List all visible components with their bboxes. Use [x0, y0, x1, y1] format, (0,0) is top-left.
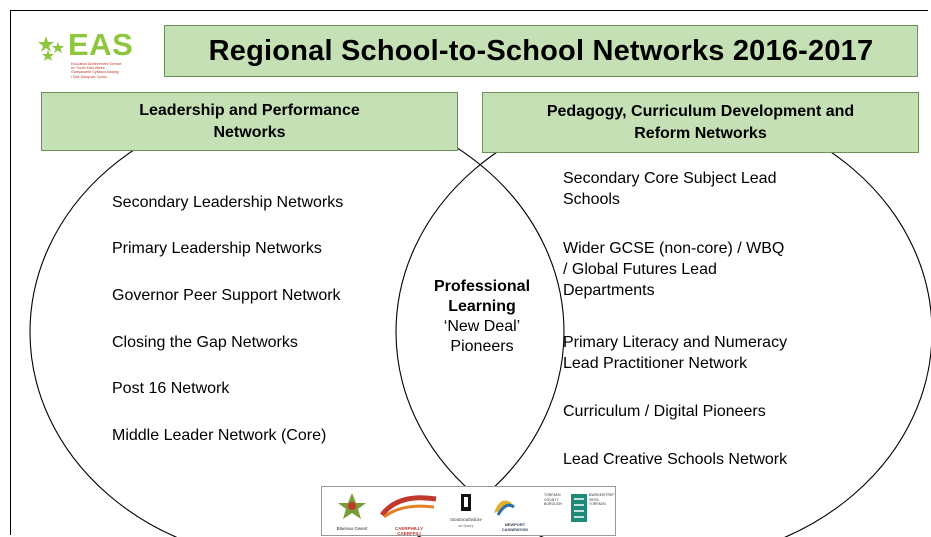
right-set-item: Primary Literacy and Numeracy Lead Pract…: [563, 332, 787, 374]
caerphilly-label-bottom: CAERFFILI: [397, 531, 421, 536]
intersection-bold-line: Professional: [433, 278, 531, 295]
blaenau-gwent-emblem-icon: [338, 493, 366, 519]
monmouthshire-logo: monmouthshire sir fynwy: [444, 491, 488, 531]
logo-tagline-line: i Dde-Ddwyrain Cymru: [71, 74, 108, 79]
caerphilly-logo: CAERPHILLY CAERFFILI: [378, 491, 440, 536]
left-set-item: Closing the Gap Networks: [112, 334, 298, 351]
right-set-item: Curriculum / Digital Pioneers: [563, 401, 766, 422]
torfaen-emblem-icon: [571, 494, 587, 522]
logo-tagline-line: Gwasanaeth Cyflawni Addysg: [71, 70, 119, 75]
right-item-line: Schools: [563, 191, 620, 208]
logo-tagline-line: Education Achievement Service: [71, 62, 122, 66]
right-item-line: Lead Practitioner Network: [563, 355, 748, 372]
intersection-label: Professional Learning ‘New Deal’ Pioneer…: [412, 277, 552, 357]
caerphilly-swoosh-icon: [379, 495, 437, 519]
right-item-line: Departments: [563, 282, 655, 299]
newport-label-bottom: CASNEWYDD: [501, 527, 529, 532]
intersection-bold-line: Learning: [448, 298, 516, 315]
right-set-item: Lead Creative Schools Network: [563, 449, 787, 470]
slide-title: Regional School-to-School Networks 2016-…: [208, 34, 874, 67]
right-set-heading: Pedagogy, Curriculum Development and Ref…: [482, 92, 919, 153]
right-item-line: Secondary Core Subject Lead: [563, 170, 777, 187]
logo-tagline: Education Achievement Service for South …: [71, 62, 141, 79]
blaenau-gwent-logo: Blaenau Gwent: [330, 491, 374, 531]
right-heading-line: Reform Networks: [634, 124, 767, 142]
newport-label-top: NEWPORT: [504, 522, 526, 527]
right-set-item: Wider GCSE (non-core) / WBQ / Global Fut…: [563, 238, 784, 301]
title-banner: Regional School-to-School Networks 2016-…: [164, 25, 918, 77]
monmouthshire-welsh-label: sir fynwy: [458, 523, 474, 528]
intersection-line: Pioneers: [450, 338, 514, 355]
right-item-line: Lead Creative Schools Network: [563, 451, 788, 468]
left-heading-line: Networks: [213, 123, 286, 141]
right-item-line: / Global Futures Lead: [563, 261, 717, 278]
blaenau-gwent-label: Blaenau Gwent: [336, 526, 368, 531]
newport-emblem-icon: [494, 500, 515, 516]
star-cluster-icon: [38, 36, 64, 61]
partner-logos-strip: Blaenau Gwent CAERPHILLY CAERFFILI monmo…: [321, 486, 616, 536]
monmouthshire-label: monmouthshire: [450, 518, 482, 523]
right-item-line: Wider GCSE (non-core) / WBQ: [563, 240, 785, 257]
left-set-item: Primary Leadership Networks: [112, 240, 322, 257]
eas-logo: EAS Education Achievement Service for So…: [34, 27, 141, 79]
left-set-item: Middle Leader Network (Core): [112, 427, 327, 444]
torfaen-logo: TORFAEN COUNTY BOROUGH BWRDEISTREF SIROL…: [544, 493, 614, 525]
logo-wordmark: EAS: [68, 27, 134, 62]
torfaen-label-right: BWRDEISTREF SIROL TORFAEN: [589, 493, 615, 506]
right-set-item: Secondary Core Subject Lead Schools: [563, 168, 776, 210]
intersection-line: ‘New Deal’: [443, 318, 521, 335]
logo-tagline-line: for South East Wales: [71, 66, 105, 71]
slide-frame: [10, 10, 928, 535]
monmouthshire-crest-icon: [461, 494, 471, 511]
right-item-line: Primary Literacy and Numeracy: [563, 334, 788, 351]
newport-logo: NEWPORT CASNEWYDD: [490, 491, 540, 532]
left-set-item: Secondary Leadership Networks: [112, 194, 344, 211]
left-heading-line: Leadership and Performance: [139, 101, 360, 119]
caerphilly-label-top: CAERPHILLY: [394, 526, 424, 531]
left-set-item: Post 16 Network: [112, 380, 230, 397]
left-set-heading: Leadership and Performance Networks: [41, 92, 458, 151]
left-set-item: Governor Peer Support Network: [112, 287, 341, 304]
right-item-line: Curriculum / Digital Pioneers: [563, 403, 766, 420]
torfaen-label-left: TORFAEN COUNTY BOROUGH: [544, 493, 563, 506]
right-heading-line: Pedagogy, Curriculum Development and: [546, 102, 855, 120]
